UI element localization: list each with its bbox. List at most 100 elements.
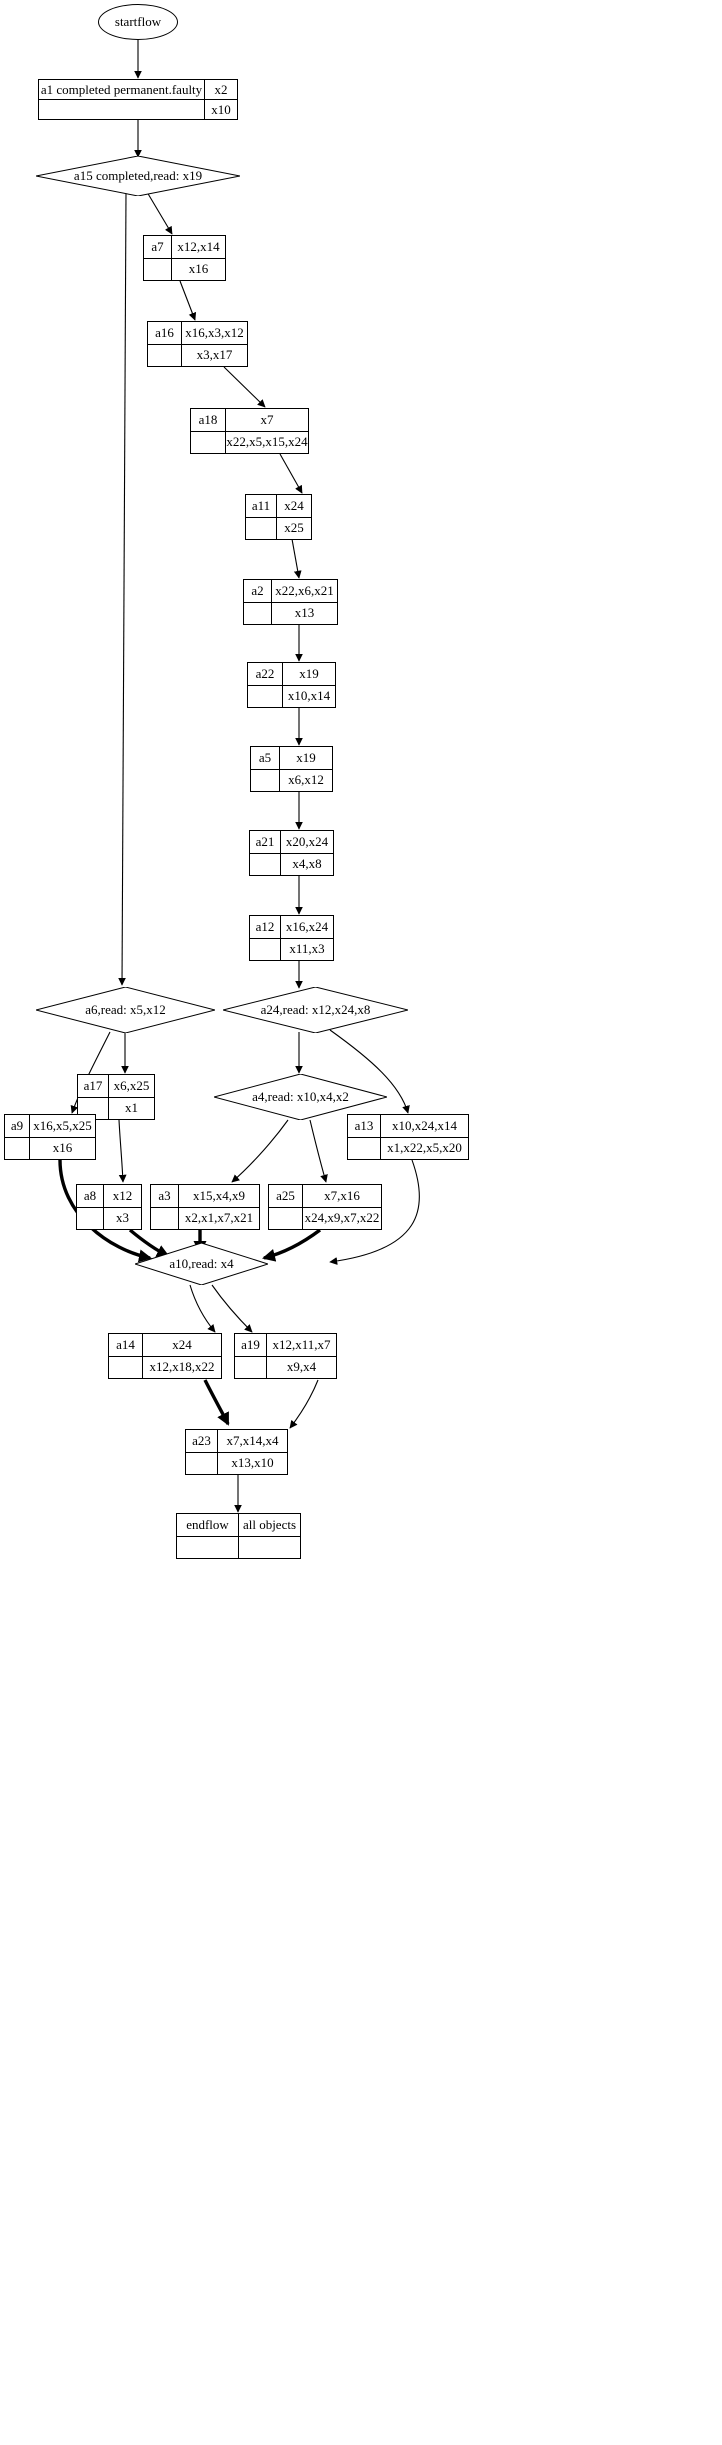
node-a25-id: a25: [269, 1185, 303, 1207]
node-a7-empty: [144, 258, 172, 280]
node-a5-id: a5: [251, 747, 280, 769]
node-a25-top-value: x7,x16: [324, 1187, 360, 1203]
node-a1-bottom-value: x10: [211, 101, 231, 117]
node-a8-empty: [77, 1207, 104, 1229]
node-a14[interactable]: a14 x24 x12,x18,x22: [108, 1333, 222, 1379]
node-a10-label: a10,read: x4: [169, 1256, 234, 1271]
node-a13-top-value: x10,x24,x14: [392, 1117, 457, 1133]
node-a1[interactable]: a1 completed permanent.faulty x2 x10: [38, 79, 238, 120]
edge-a25-a10: [262, 1228, 322, 1262]
node-a12-id: a12: [250, 916, 281, 938]
diamond-shape: [223, 987, 408, 1033]
node-a14-top-value: x24: [172, 1336, 192, 1352]
node-a9-bottom-value: x16: [52, 1140, 73, 1156]
edge-a4-a3: [231, 1119, 289, 1183]
node-a19-bottom-value: x9,x4: [286, 1359, 317, 1375]
node-a11-top-value: x24: [284, 497, 304, 513]
node-a3-id: a3: [151, 1185, 179, 1207]
node-a22-id: a22: [248, 663, 283, 685]
node-endflow[interactable]: endflow all objects: [176, 1513, 301, 1559]
node-a8-id: a8: [77, 1185, 104, 1207]
diamond-shape: [36, 156, 240, 196]
node-a4-label: a4,read: x10,x4,x2: [252, 1089, 349, 1104]
node-a6-label: a6,read: x5,x12: [85, 1002, 166, 1017]
node-a24-label: a24,read: x12,x24,x8: [260, 1002, 371, 1017]
node-a24[interactable]: a24,read: x12,x24,x8: [223, 987, 408, 1033]
node-a10[interactable]: a10,read: x4: [135, 1243, 268, 1285]
node-a12[interactable]: a12 x16,x24 x11,x3: [249, 915, 334, 961]
diamond-shape: [36, 987, 215, 1033]
node-a11[interactable]: a11 x24 x25: [245, 494, 312, 540]
edge-a16-a18: [223, 366, 266, 408]
node-a8[interactable]: a8 x12 x3: [76, 1184, 142, 1230]
edge-a17-a8: [118, 1119, 127, 1183]
endflow-empty-left: [177, 1536, 239, 1558]
node-a13-id: a13: [348, 1115, 381, 1137]
node-a5-top-value: x19: [296, 749, 316, 765]
node-a7[interactable]: a7 x12,x14 x16: [143, 235, 226, 281]
node-a14-bottom-value: x12,x18,x22: [149, 1359, 215, 1375]
node-a25[interactable]: a25 x7,x16 x24,x9,x7,x22: [268, 1184, 382, 1230]
node-startflow[interactable]: startflow: [98, 4, 178, 40]
node-a12-top-value: x16,x24: [285, 918, 329, 934]
node-a15-label: a15 completed,read: x19: [73, 168, 203, 183]
node-a23-top-value: x7,x14,x4: [226, 1432, 279, 1448]
node-a17-id: a17: [78, 1075, 109, 1097]
node-a5-bottom-value: x6,x12: [288, 772, 324, 788]
node-a21-id: a21: [250, 831, 281, 853]
node-a23[interactable]: a23 x7,x14,x4 x13,x10: [185, 1429, 288, 1475]
node-a6[interactable]: a6,read: x5,x12: [36, 987, 215, 1033]
node-a22-bottom-value: x10,x14: [287, 688, 331, 704]
node-a17[interactable]: a17 x6,x25 x1: [77, 1074, 155, 1120]
node-a21[interactable]: a21 x20,x24 x4,x8: [249, 830, 334, 876]
node-a19[interactable]: a19 x12,x11,x7 x9,x4: [234, 1333, 337, 1379]
node-a5-empty: [251, 769, 280, 791]
edge-a18-a11: [279, 453, 303, 494]
node-a25-empty: [269, 1207, 303, 1229]
node-a2-bottom-value: x13: [294, 605, 315, 621]
node-a18-empty: [191, 431, 226, 453]
node-a18-id: a18: [191, 409, 226, 431]
node-a22[interactable]: a22 x19 x10,x14: [247, 662, 336, 708]
node-a16-id: a16: [148, 322, 182, 344]
node-a1-id: a1 completed permanent.faulty: [39, 80, 205, 99]
node-a1-top-value: x2: [214, 81, 228, 97]
startflow-label: startflow: [114, 14, 162, 29]
node-a11-empty: [246, 517, 277, 539]
node-a2-top-value: x22,x6,x21: [275, 582, 334, 598]
diamond-shape: [135, 1243, 268, 1285]
endflow-right-label: all objects: [242, 1516, 297, 1532]
node-a11-id: a11: [246, 495, 277, 517]
node-a15[interactable]: a15 completed,read: x19: [36, 156, 240, 196]
edge-a15-a7: [146, 191, 173, 235]
endflow-label: endflow: [177, 1514, 239, 1536]
node-a11-bottom-value: x25: [284, 520, 304, 536]
node-a9[interactable]: a9 x16,x5,x25 x16: [4, 1114, 96, 1160]
node-a8-top-value: x12: [112, 1187, 133, 1203]
node-a16[interactable]: a16 x16,x3,x12 x3,x17: [147, 321, 248, 367]
node-a19-id: a19: [235, 1334, 267, 1356]
node-a17-bottom-value: x1: [125, 1100, 138, 1116]
node-a7-bottom-value: x16: [188, 261, 209, 277]
node-a12-empty: [250, 938, 281, 960]
node-a16-top-value: x16,x3,x12: [185, 324, 244, 340]
edge-a4-a25: [309, 1119, 328, 1183]
node-a22-top-value: x19: [299, 665, 319, 681]
node-a9-empty: [5, 1137, 30, 1159]
edge-a11-a2: [291, 538, 302, 579]
node-a21-top-value: x20,x24: [285, 833, 329, 849]
node-a19-empty: [235, 1356, 267, 1378]
node-a23-id: a23: [186, 1430, 218, 1452]
node-a4[interactable]: a4,read: x10,x4,x2: [214, 1074, 387, 1120]
node-a5[interactable]: a5 x19 x6,x12: [250, 746, 333, 792]
node-a8-bottom-value: x3: [116, 1210, 129, 1226]
node-a18[interactable]: a18 x7 x22,x5,x15,x24: [190, 408, 309, 454]
node-a14-id: a14: [109, 1334, 143, 1356]
node-a23-empty: [186, 1452, 218, 1474]
node-a9-top-value: x16,x5,x25: [33, 1117, 92, 1133]
node-a2[interactable]: a2 x22,x6,x21 x13: [243, 579, 338, 625]
node-a13[interactable]: a13 x10,x24,x14 x1,x22,x5,x20: [347, 1114, 469, 1160]
node-a3[interactable]: a3 x15,x4,x9 x2,x1,x7,x21: [150, 1184, 260, 1230]
edge-a19-a23: [289, 1379, 319, 1429]
